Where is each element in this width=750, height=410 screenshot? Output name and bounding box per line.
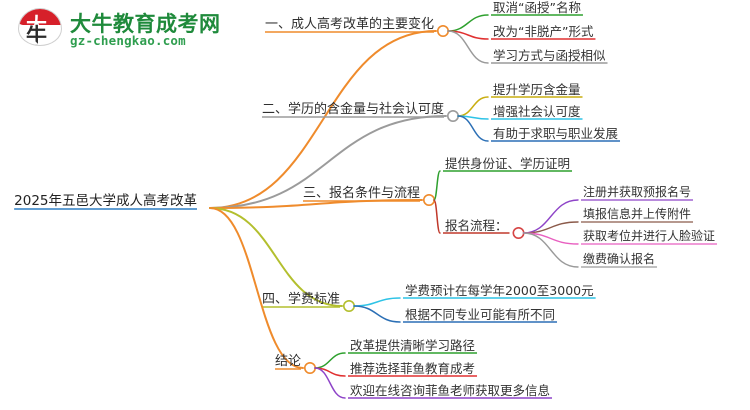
root-node-label[interactable]: 2025年五邑大学成人高考改革 [14,193,197,209]
child-label-4-2[interactable]: 根据不同专业可能有所不同 [405,307,556,322]
branch-label-2[interactable]: 二、学历的含金量与社会认可度 [261,102,444,117]
branch-label-3[interactable]: 三、报名条件与流程 [302,186,420,201]
logo-speech-bubble-icon: 大 牛 [18,8,62,46]
child-label-1-3[interactable]: 学习方式与函授相似 [493,48,606,63]
child-label-1-1[interactable]: 取消“函授”名称 [493,0,581,15]
site-logo[interactable]: 大 牛 大牛教育成考网 gz-chengkao.com [18,6,220,54]
child-label-2-1[interactable]: 提升学历含金量 [493,82,581,97]
child-label-2-2[interactable]: 增强社会认可度 [493,104,581,119]
logo-bubble-cap [19,9,61,25]
grandchild-label-3-2-3[interactable]: 获取考位并进行人脸验证 [583,229,716,243]
branch-label-1[interactable]: 一、成人高考改革的主要变化 [264,17,434,32]
branch-label-4[interactable]: 四、学费标准 [261,292,340,307]
grandchild-label-3-2-2[interactable]: 填报信息并上传附件 [583,207,692,221]
child-label-2-3[interactable]: 有助于求职与职业发展 [493,126,619,141]
logo-mark-icon: 大 牛 [18,8,62,50]
child-label-1-2[interactable]: 改为“非脱产”形式 [493,24,594,39]
logo-glyph-top: 大 [26,14,47,38]
branch-label-5[interactable]: 结论 [274,354,301,369]
logo-brand-text: 大牛教育成考网 [70,12,221,36]
grandchild-label-3-2-4[interactable]: 缴费确认报名 [583,252,656,266]
child-label-4-1[interactable]: 学费预计在每学年2000至3000元 [405,283,594,298]
child-label-5-2[interactable]: 推荐选择菲鱼教育成考 [350,361,476,376]
child-label-5-1[interactable]: 改革提供清晰学习路径 [350,338,476,353]
grandchild-label-3-2-1[interactable]: 注册并获取预报名号 [583,185,692,199]
child-label-3-2[interactable]: 报名流程： [445,218,508,233]
logo-url-text: gz-chengkao.com [70,33,186,48]
child-label-5-3[interactable]: 欢迎在线咨询菲鱼老师获取更多信息 [350,383,551,398]
child-label-3-1[interactable]: 提供身份证、学历证明 [445,156,571,171]
